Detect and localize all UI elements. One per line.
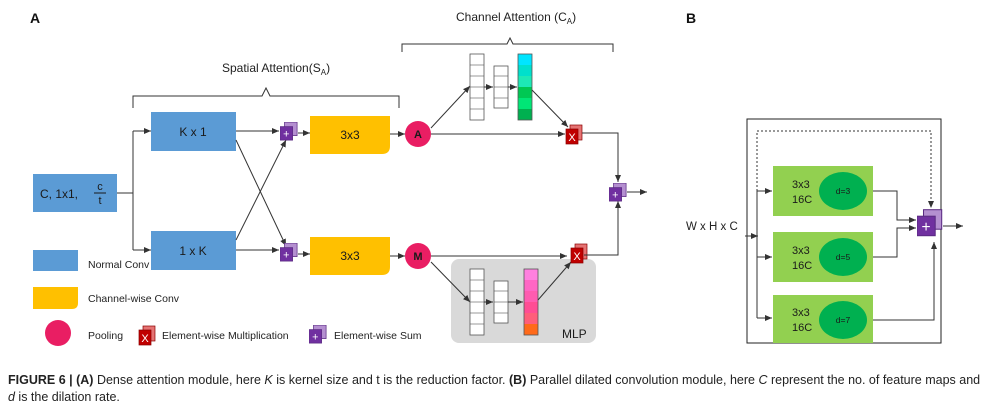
legend-channel-conv-swatch (33, 287, 78, 309)
panel-a-label: A (30, 10, 40, 26)
channel-conv-top (310, 116, 390, 154)
branch-1-dilation: d=3 (836, 186, 851, 196)
legend-sum-swatch (309, 325, 327, 344)
mlp-label: MLP (562, 327, 587, 341)
mult-icon-top: X (565, 124, 583, 145)
branch-3-dilation-ellipse (819, 301, 867, 339)
caption-figure-number: FIGURE 6 | (8, 373, 73, 387)
final-sum-icon (609, 183, 627, 202)
caption-a-text: Dense attention module, here (93, 373, 265, 387)
figure-diagram: + A B Channel Attention (CA) Spatial Att… (30, 10, 963, 346)
max-pool-node (405, 243, 431, 269)
branch-1-channels: 16C (792, 194, 812, 206)
channel-conv-bottom-label: 3x3 (340, 249, 360, 263)
legend-mult-label: Element-wise Multiplication (162, 330, 289, 342)
kx1-conv-block (151, 112, 236, 151)
caption-k-text: is kernel size and t is the reduction fa… (272, 373, 509, 387)
figure-caption: FIGURE 6 | (A) Dense attention module, h… (8, 372, 988, 406)
caption-c-text: represent the no. of feature maps and (767, 373, 981, 387)
1xk-conv-label: 1 x K (179, 244, 206, 258)
branch-2-conv: 3x3 (792, 245, 810, 257)
fc-stack-bottom-1 (469, 268, 485, 336)
legend-mult-swatch: X (138, 325, 156, 346)
branch-3-channels: 16C (792, 322, 812, 334)
channel-attention-brace (401, 36, 614, 52)
avg-pool-label: A (414, 129, 422, 141)
channel-weights-top (517, 53, 533, 121)
branch-2-to-sum (873, 225, 916, 258)
spatial-attention-brace (132, 86, 400, 108)
max-pool-label: M (413, 251, 422, 263)
branch-1-dilation-ellipse (819, 172, 867, 210)
weights-to-mult-bottom (537, 261, 572, 301)
caption-d: d (8, 390, 15, 404)
channel-conv-top-label: 3x3 (340, 128, 360, 142)
fc-stack-bottom-2 (493, 280, 509, 324)
input-conv-text: C, 1x1, (40, 187, 78, 201)
caption-b-ref: (B) (509, 373, 527, 387)
skip-connection (756, 130, 934, 208)
legend-pooling-swatch (45, 320, 71, 346)
caption-d-text: is the dilation rate. (14, 390, 120, 404)
legend-sum-label: Element-wise Sum (334, 330, 422, 342)
branch-2-dilation-ellipse (819, 238, 867, 276)
svg-text:X: X (141, 333, 149, 345)
panel-b-input-label: W x H x C (686, 221, 738, 233)
input-conv-frac-num: c (97, 181, 103, 193)
kx1-conv-label: K x 1 (179, 125, 207, 139)
channel-conv-bottom (310, 237, 390, 275)
legend-normal-conv-label: Normal Conv (88, 259, 150, 271)
channel-attention-label: Channel Attention (CA) (456, 10, 576, 26)
1xk-conv-block (151, 231, 236, 270)
branch-3-conv: 3x3 (792, 307, 810, 319)
svg-text:X: X (573, 251, 581, 263)
caption-b-text: Parallel dilated convolution module, her… (526, 373, 759, 387)
panel-b-sum-icon (917, 209, 943, 237)
caption-k: K (264, 373, 273, 387)
branch-3-to-sum (873, 242, 937, 321)
sum-icon-top (280, 122, 298, 141)
branch-2-channels: 16C (792, 260, 812, 272)
avg-pool-node (405, 121, 431, 147)
svg-text:X: X (568, 132, 576, 144)
maxpool-to-fc (430, 261, 471, 303)
fc-stack-top-2 (493, 65, 509, 109)
legend-channel-conv-label: Channel-wise Conv (88, 293, 180, 305)
weights-to-mult-top (531, 89, 569, 128)
avgpool-to-fc (430, 85, 471, 129)
cross-line-1 (235, 139, 287, 247)
branch-1-conv: 3x3 (792, 179, 810, 191)
legend-normal-conv-swatch (33, 250, 78, 271)
fc-stack-top-1 (469, 53, 485, 121)
caption-c: C (758, 373, 768, 387)
mult-top-to-final-sum (582, 132, 621, 182)
panel-b-label: B (686, 10, 696, 26)
sum-icon-bottom (280, 243, 298, 262)
channel-weights-bottom (523, 268, 539, 336)
mlp-container (451, 259, 596, 343)
input-conv-frac-den: t (98, 195, 101, 207)
mult-bottom-to-final-sum (584, 201, 621, 256)
branch-1-to-sum (873, 190, 916, 223)
legend-pooling-label: Pooling (88, 330, 123, 342)
spatial-attention-label: Spatial Attention(SA) (222, 61, 330, 77)
branch-3-dilation: d=7 (836, 315, 851, 325)
branch-2-dilation: d=5 (836, 252, 851, 262)
cross-line-2 (235, 139, 287, 241)
caption-a-ref: (A) (76, 373, 94, 387)
